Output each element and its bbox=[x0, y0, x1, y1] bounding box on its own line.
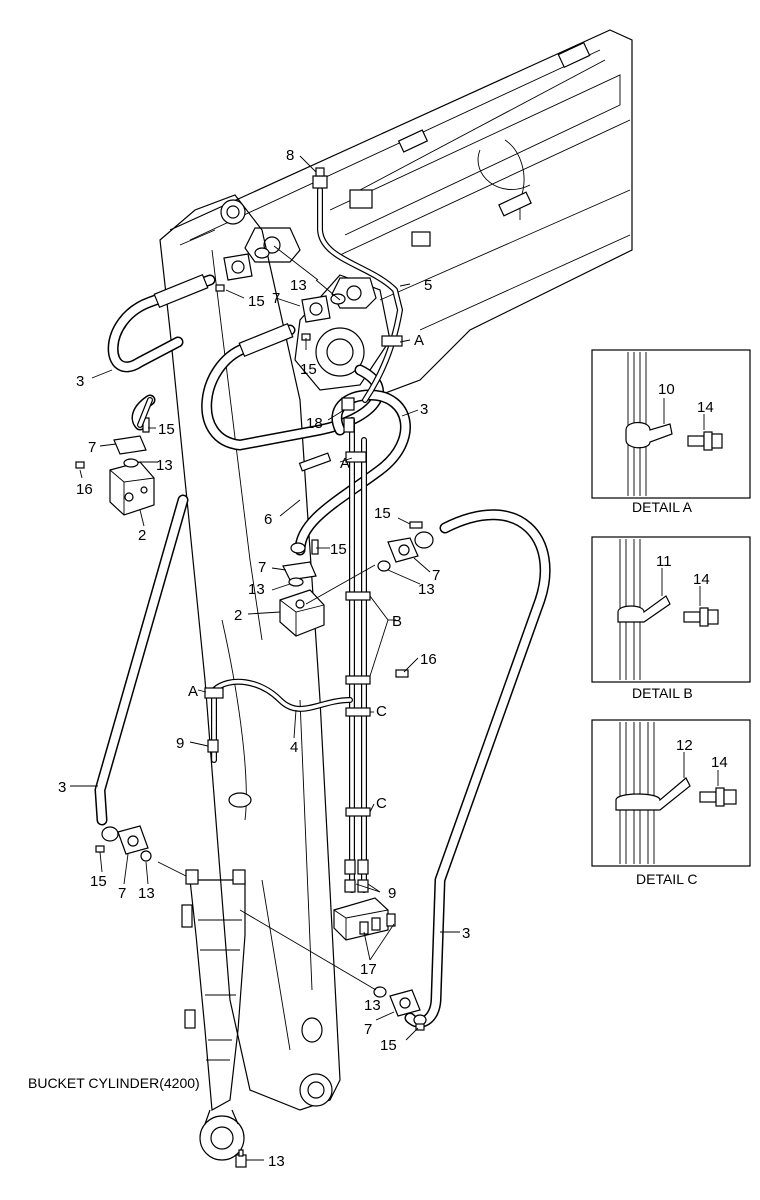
callout-15: 15 bbox=[300, 361, 317, 378]
detail-b-panel: 11 14 DETAIL B bbox=[591, 536, 751, 701]
callout-13: 13 bbox=[364, 997, 381, 1014]
callout-A: A bbox=[414, 332, 424, 349]
callout-7: 7 bbox=[258, 559, 266, 576]
callout-3: 3 bbox=[462, 925, 470, 942]
callout-A: A bbox=[340, 455, 350, 472]
bucket-cylinder bbox=[181, 869, 247, 1168]
callout-15: 15 bbox=[380, 1037, 397, 1054]
arm bbox=[159, 194, 341, 1111]
callout-C: C bbox=[376, 795, 387, 812]
callout-8: 8 bbox=[286, 147, 294, 164]
detail-c-panel: 12 14 DETAIL C bbox=[591, 719, 751, 887]
detail-a-bolt-callout: 14 bbox=[697, 399, 714, 416]
callout-15: 15 bbox=[248, 293, 265, 310]
callout-7: 7 bbox=[88, 439, 96, 456]
diagram-caption: BUCKET CYLINDER(4200) bbox=[28, 1075, 200, 1091]
callout-16: 16 bbox=[76, 481, 93, 498]
detail-c-title: DETAIL C bbox=[636, 871, 697, 887]
callout-15: 15 bbox=[374, 505, 391, 522]
detail-b-clamp-callout: 11 bbox=[656, 553, 672, 570]
callout-3: 3 bbox=[420, 401, 428, 418]
detail-c-bolt-callout: 14 bbox=[711, 754, 728, 771]
callout-2: 2 bbox=[234, 607, 242, 624]
detail-b-bolt-callout: 14 bbox=[693, 571, 710, 588]
callouts: 8 13 5 7 15 15 A 3 15 18 3 7 13 A 16 2 6… bbox=[58, 147, 470, 1170]
callout-15: 15 bbox=[330, 541, 347, 558]
fittings bbox=[75, 167, 434, 1031]
callout-13: 13 bbox=[268, 1153, 285, 1170]
callout-13: 13 bbox=[138, 885, 155, 902]
detail-b-title: DETAIL B bbox=[632, 685, 693, 701]
detail-a-clamp-callout: 10 bbox=[658, 381, 675, 398]
callout-7: 7 bbox=[432, 567, 440, 584]
callout-3: 3 bbox=[58, 779, 66, 796]
detail-c-clamp-callout: 12 bbox=[676, 737, 693, 754]
callout-16: 16 bbox=[420, 651, 437, 668]
callout-7: 7 bbox=[118, 885, 126, 902]
callout-13: 13 bbox=[290, 277, 307, 294]
callout-17: 17 bbox=[360, 961, 377, 978]
callout-7: 7 bbox=[272, 290, 280, 307]
detail-a-panel: 10 14 DETAIL A bbox=[591, 349, 751, 515]
callout-5: 5 bbox=[424, 277, 432, 294]
callout-A: A bbox=[188, 683, 198, 700]
callout-9: 9 bbox=[388, 885, 396, 902]
callout-6: 6 bbox=[264, 511, 272, 528]
callout-2: 2 bbox=[138, 527, 146, 544]
callout-C: C bbox=[376, 703, 387, 720]
leader-lines bbox=[70, 155, 460, 1161]
callout-13: 13 bbox=[248, 581, 265, 598]
callout-15: 15 bbox=[90, 873, 107, 890]
callout-B: B bbox=[392, 613, 402, 630]
callout-7: 7 bbox=[364, 1021, 372, 1038]
callout-15: 15 bbox=[158, 421, 175, 438]
callout-13: 13 bbox=[418, 581, 435, 598]
callout-13: 13 bbox=[156, 457, 173, 474]
callout-4: 4 bbox=[290, 739, 298, 756]
callout-9: 9 bbox=[176, 735, 184, 752]
detail-a-title: DETAIL A bbox=[632, 499, 693, 515]
callout-3: 3 bbox=[76, 373, 84, 390]
hoses bbox=[94, 273, 551, 1028]
callout-18: 18 bbox=[306, 415, 323, 432]
